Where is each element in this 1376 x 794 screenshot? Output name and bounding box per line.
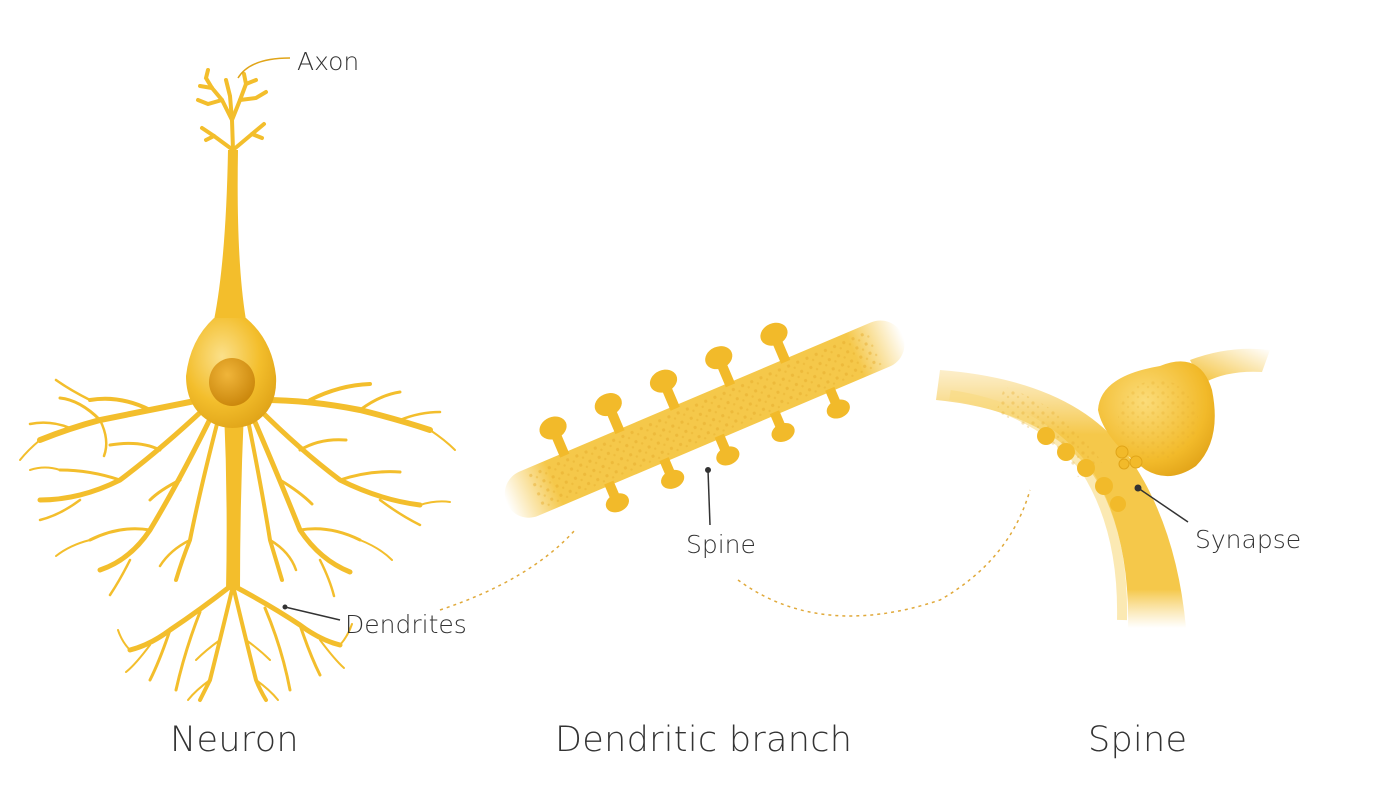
branch-spines-top (539, 322, 791, 458)
spine-label: Spine (686, 530, 756, 559)
dendrites-left (19, 378, 220, 597)
caption-spine: Spine (1088, 720, 1188, 760)
dendritic-branch-illustration (504, 320, 905, 518)
connector-branch-to-spine (737, 489, 1031, 617)
connector-neuron-to-branch (439, 529, 576, 611)
branch-spines-bottom (604, 386, 850, 513)
synapse-label: Synapse (1195, 525, 1302, 554)
axon-shaft (214, 150, 246, 320)
axon-terminal-branches (196, 68, 268, 152)
axon-bouton-stalk (1190, 348, 1270, 384)
spine-leader (707, 469, 711, 526)
synaptic-vesicles (1115, 445, 1143, 470)
axon-leader (237, 57, 291, 79)
synapse-spines (1037, 427, 1126, 512)
neuron-trunk (224, 410, 244, 590)
neuron-nucleus (209, 358, 255, 406)
leader-lines (237, 57, 1189, 621)
axon-label: Axon (297, 47, 360, 76)
synapse-leader (1137, 487, 1189, 523)
spine-synapse-illustration (936, 348, 1270, 628)
dendrites-bottom (117, 582, 353, 702)
caption-neuron: Neuron (170, 720, 299, 760)
dendrites-label: Dendrites (345, 610, 467, 639)
dotted-connectors (439, 489, 1031, 617)
dendrites-right (246, 382, 456, 598)
caption-dendritic-branch: Dendritic branch (555, 720, 853, 760)
dendrites-leader (284, 606, 341, 621)
neuron-illustration (19, 68, 456, 702)
